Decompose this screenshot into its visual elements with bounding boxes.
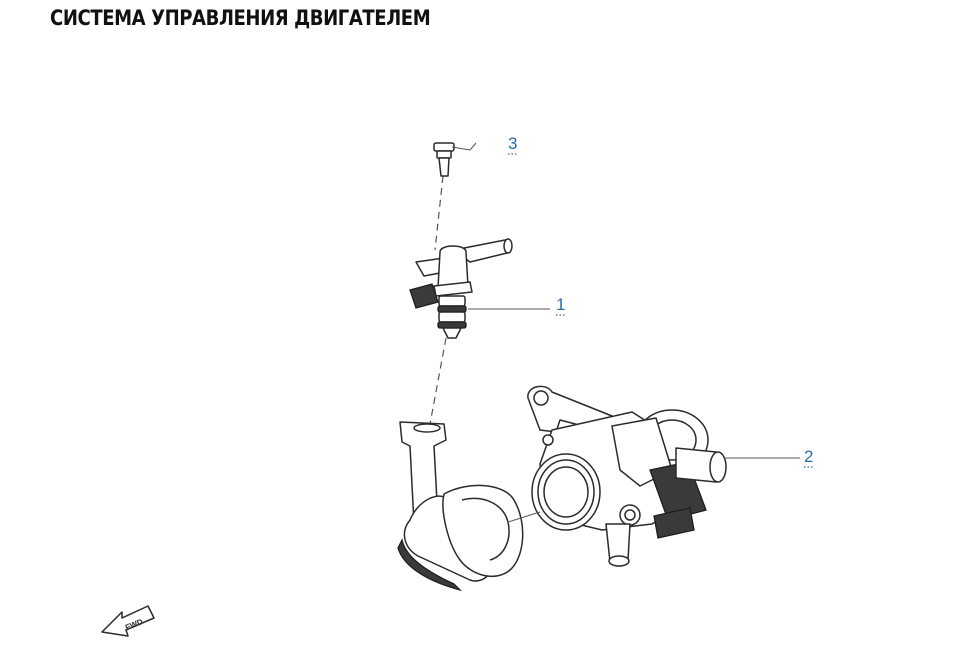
callout-1[interactable]: 1	[556, 295, 566, 316]
forward-arrow-icon: FWD	[101, 605, 155, 637]
page-title: СИСТЕМА УПРАВЛЕНИЯ ДВИГАТЕЛЕМ	[50, 6, 431, 30]
bolt-part[interactable]	[433, 142, 477, 177]
callout-3[interactable]: 3	[508, 134, 518, 155]
callout-number: 1	[556, 295, 565, 314]
intake-manifold-part[interactable]	[397, 421, 524, 592]
assembly-axis-line	[429, 175, 447, 425]
fuel-injector-part[interactable]	[409, 238, 550, 339]
callout-2[interactable]: 2	[804, 447, 814, 468]
callout-number: 2	[804, 447, 813, 466]
callout-number: 3	[508, 134, 517, 153]
throttle-body-part[interactable]	[507, 385, 800, 567]
